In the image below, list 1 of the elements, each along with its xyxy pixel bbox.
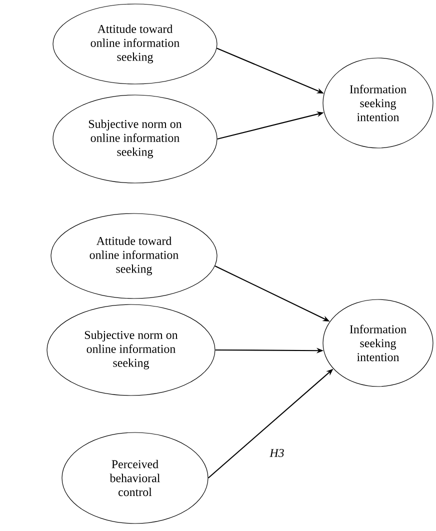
edge-label: H3 (268, 448, 286, 458)
